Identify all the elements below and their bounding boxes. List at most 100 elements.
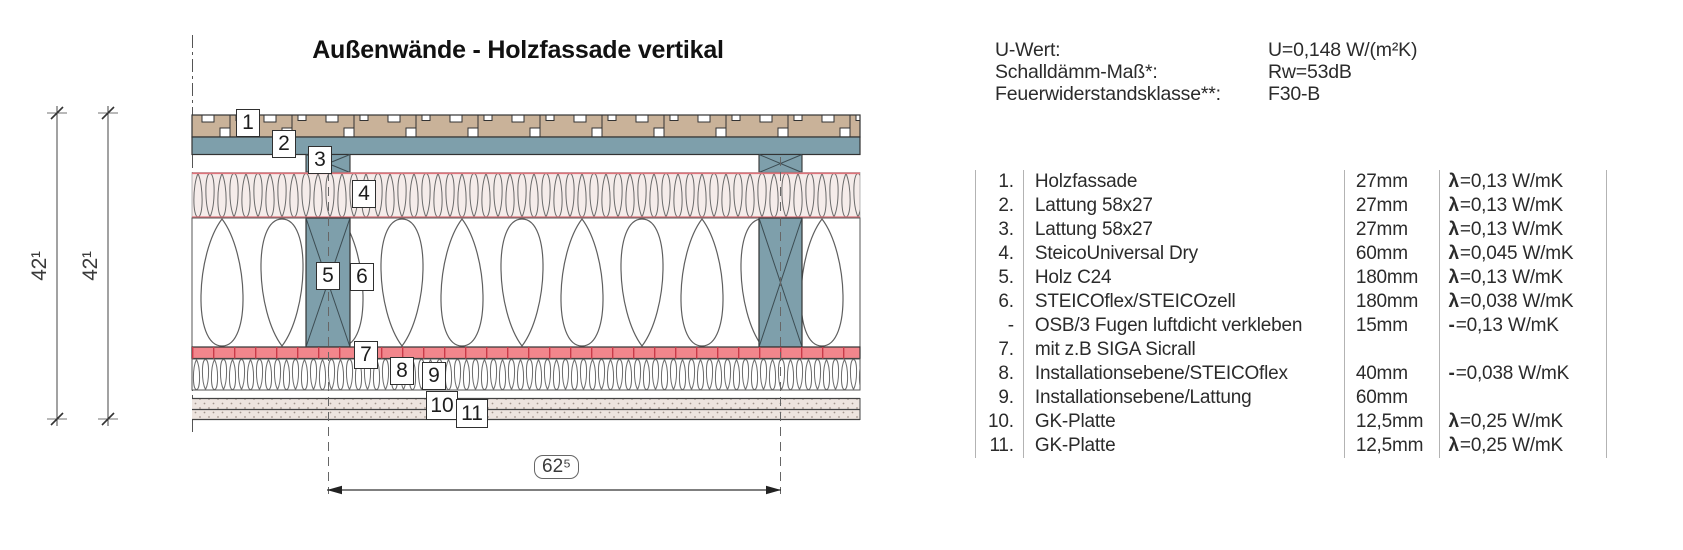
- material-name: Lattung 58x27: [1024, 218, 1345, 242]
- material-thickness: 27mm: [1345, 194, 1440, 218]
- material-thickness: 27mm: [1345, 170, 1440, 194]
- material-name: Holz C24: [1024, 266, 1345, 290]
- lambda-symbol: λ: [1448, 243, 1460, 264]
- material-row: 2. Lattung 58x27 27mm λ=0,13 W/mK: [976, 194, 1606, 218]
- stud-spacing-dimension-line: [327, 485, 781, 495]
- material-row: 1. Holzfassade 27mm λ=0,13 W/mK: [976, 170, 1606, 194]
- lambda-value: =0,038 W/mK: [1459, 291, 1574, 312]
- lambda-value: =0,045 W/mK: [1459, 243, 1574, 264]
- material-thickness: 27mm: [1345, 218, 1440, 242]
- property-label: Schalldämm-Maß*:: [995, 61, 1158, 84]
- material-number: 2.: [976, 194, 1024, 218]
- lambda-symbol: -: [1448, 363, 1455, 384]
- material-lambda: λ=0,038 W/mK: [1440, 290, 1606, 314]
- material-thickness: 12,5mm: [1345, 434, 1440, 458]
- lambda-symbol: -: [1448, 315, 1455, 336]
- material-name: GK-Platte: [1024, 434, 1345, 458]
- callout-10: 10: [426, 391, 458, 420]
- property-label: U-Wert:: [995, 38, 1061, 61]
- lambda-symbol: λ: [1448, 291, 1460, 312]
- material-row: 10. GK-Platte 12,5mm λ=0,25 W/mK: [976, 410, 1606, 434]
- material-lambda: λ=0,13 W/mK: [1440, 194, 1606, 218]
- material-number: -: [976, 314, 1024, 338]
- material-lambda: λ=0,13 W/mK: [1440, 170, 1606, 194]
- material-lambda: -=0,13 W/mK: [1440, 314, 1606, 338]
- lambda-value: =0,13 W/mK: [1455, 315, 1559, 336]
- material-number: 3.: [976, 218, 1024, 242]
- material-lambda: [1440, 386, 1606, 410]
- property-value: U=0,148 W/(m²K): [1268, 38, 1418, 61]
- lambda-value: =0,13 W/mK: [1459, 267, 1563, 288]
- material-name: STEICOflex/STEICOzell: [1024, 290, 1345, 314]
- callout-1: 1: [236, 109, 260, 137]
- material-name: Lattung 58x27: [1024, 194, 1345, 218]
- material-lambda: λ=0,13 W/mK: [1440, 218, 1606, 242]
- material-thickness: 15mm: [1345, 314, 1440, 338]
- property-row-u-value: U-Wert: U=0,148 W/(m²K): [995, 39, 1555, 61]
- property-value: F30-B: [1268, 83, 1321, 106]
- material-name: Installationsebene/STEICOflex: [1024, 362, 1345, 386]
- material-thickness: 12,5mm: [1345, 410, 1440, 434]
- drawing-title: Außenwände - Holzfassade vertikal: [312, 36, 724, 64]
- callout-3: 3: [308, 146, 332, 174]
- material-row: 11. GK-Platte 12,5mm λ=0,25 W/mK: [976, 434, 1606, 458]
- callout-9: 9: [422, 362, 446, 390]
- material-row: 7. mit z.B SIGA Sicrall: [976, 338, 1606, 362]
- material-name: Holzfassade: [1024, 170, 1345, 194]
- material-row: 6. STEICOflex/STEICOzell 180mm λ=0,038 W…: [976, 290, 1606, 314]
- material-thickness: 180mm: [1345, 290, 1440, 314]
- material-name: SteicoUniversal Dry: [1024, 242, 1345, 266]
- material-number: 5.: [976, 266, 1024, 290]
- lambda-symbol: λ: [1448, 171, 1460, 192]
- material-name: OSB/3 Fugen luftdicht verkleben: [1024, 314, 1345, 338]
- callout-4: 4: [352, 180, 376, 208]
- material-lambda: -=0,038 W/mK: [1440, 362, 1606, 386]
- material-row: 9. Installationsebene/Lattung 60mm: [976, 386, 1606, 410]
- material-number: 11.: [976, 434, 1024, 458]
- properties-block: U-Wert: U=0,148 W/(m²K) Schalldämm-Maß*:…: [995, 39, 1555, 106]
- materials-table: 1. Holzfassade 27mm λ=0,13 W/mK 2. Lattu…: [975, 170, 1607, 458]
- lambda-value: =0,13 W/mK: [1459, 219, 1563, 240]
- material-number: 10.: [976, 410, 1024, 434]
- callout-6: 6: [350, 263, 374, 291]
- material-row: 4. SteicoUniversal Dry 60mm λ=0,045 W/mK: [976, 242, 1606, 266]
- property-label: Feuerwiderstandsklasse**:: [995, 83, 1221, 106]
- material-number: 9.: [976, 386, 1024, 410]
- material-lambda: [1440, 338, 1606, 362]
- main-insulation-layer: [191, 217, 861, 348]
- callout-8: 8: [390, 357, 414, 385]
- lambda-symbol: λ: [1448, 435, 1460, 456]
- material-row: 3. Lattung 58x27 27mm λ=0,13 W/mK: [976, 218, 1606, 242]
- callout-2: 2: [272, 130, 296, 158]
- osb-layer: [191, 346, 861, 360]
- lambda-value: =0,25 W/mK: [1459, 435, 1563, 456]
- material-number: 7.: [976, 338, 1024, 362]
- material-thickness: 40mm: [1345, 362, 1440, 386]
- wall-height-dimension-inner: 42¹: [79, 251, 102, 281]
- gypsum-layers: [192, 397, 861, 421]
- material-number: 1.: [976, 170, 1024, 194]
- lambda-symbol: λ: [1448, 219, 1460, 240]
- material-name: Installationsebene/Lattung: [1024, 386, 1345, 410]
- material-thickness: 180mm: [1345, 266, 1440, 290]
- material-name: GK-Platte: [1024, 410, 1345, 434]
- material-lambda: λ=0,045 W/mK: [1440, 242, 1606, 266]
- lambda-value: =0,25 W/mK: [1459, 411, 1563, 432]
- callout-11: 11: [456, 399, 488, 428]
- material-thickness: [1345, 338, 1440, 362]
- lambda-symbol: λ: [1448, 195, 1460, 216]
- vertical-batten-blocks: [305, 153, 803, 174]
- wall-height-dimension-lines: [47, 106, 118, 426]
- material-number: 6.: [976, 290, 1024, 314]
- property-row-fire: Feuerwiderstandsklasse**: F30-B: [995, 83, 1555, 106]
- batten-layer: [191, 136, 861, 156]
- stud-spacing-dimension-label: 62⁵: [534, 455, 580, 479]
- material-number: 4.: [976, 242, 1024, 266]
- material-number: 8.: [976, 362, 1024, 386]
- material-row: 5. Holz C24 180mm λ=0,13 W/mK: [976, 266, 1606, 290]
- material-thickness: 60mm: [1345, 242, 1440, 266]
- material-lambda: λ=0,13 W/mK: [1440, 266, 1606, 290]
- lambda-symbol: λ: [1448, 267, 1460, 288]
- woodfibre-board-layer: [191, 172, 861, 219]
